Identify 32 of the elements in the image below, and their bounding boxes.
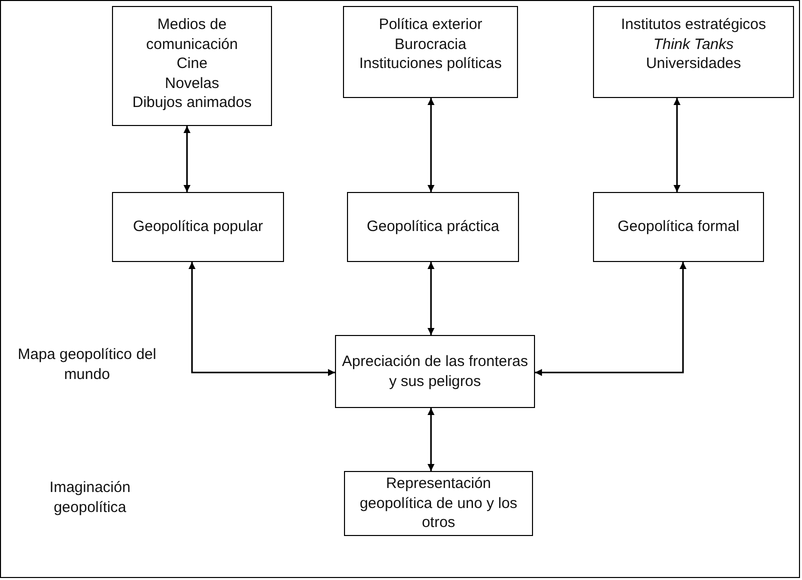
process-box [344, 471, 533, 536]
process-box [335, 335, 535, 408]
node-text: Cine [176, 54, 208, 74]
node-text: Geopolítica práctica [366, 217, 500, 237]
process-box [112, 192, 284, 262]
node-text: Medios de comunicación [145, 15, 239, 54]
node-text: Representación geopolítica de uno y los otros [358, 474, 518, 533]
process-box [347, 192, 519, 262]
node-text: Geopolítica popular [132, 217, 264, 237]
node-text: Dibujos animados [132, 93, 252, 112]
arrow [535, 262, 686, 376]
node-text: Política exterior [378, 15, 482, 34]
process-box [593, 6, 794, 98]
node-text: Novelas [164, 74, 220, 93]
process-box [593, 192, 764, 262]
node-text: Geopolítica formal [618, 217, 740, 237]
process-box [343, 6, 518, 98]
process-box [112, 6, 272, 126]
node-text: Think Tanks [653, 34, 734, 54]
node-text: Burocracia [394, 34, 466, 54]
node-text: Apreciación de las fronteras y sus peligros [342, 352, 528, 391]
arrow [428, 98, 434, 192]
arrow [188, 262, 335, 376]
side-label: Mapa geopolítico del mundo [16, 345, 158, 384]
arrow [184, 126, 190, 192]
arrow [428, 262, 434, 335]
side-label: Imaginación geopolítica [48, 478, 132, 517]
node-text: Instituciones políticas [359, 54, 502, 74]
arrow [674, 98, 680, 192]
node-text: Institutos estratégicos [620, 15, 766, 34]
arrow [428, 408, 434, 471]
node-text: Universidades [646, 54, 742, 74]
